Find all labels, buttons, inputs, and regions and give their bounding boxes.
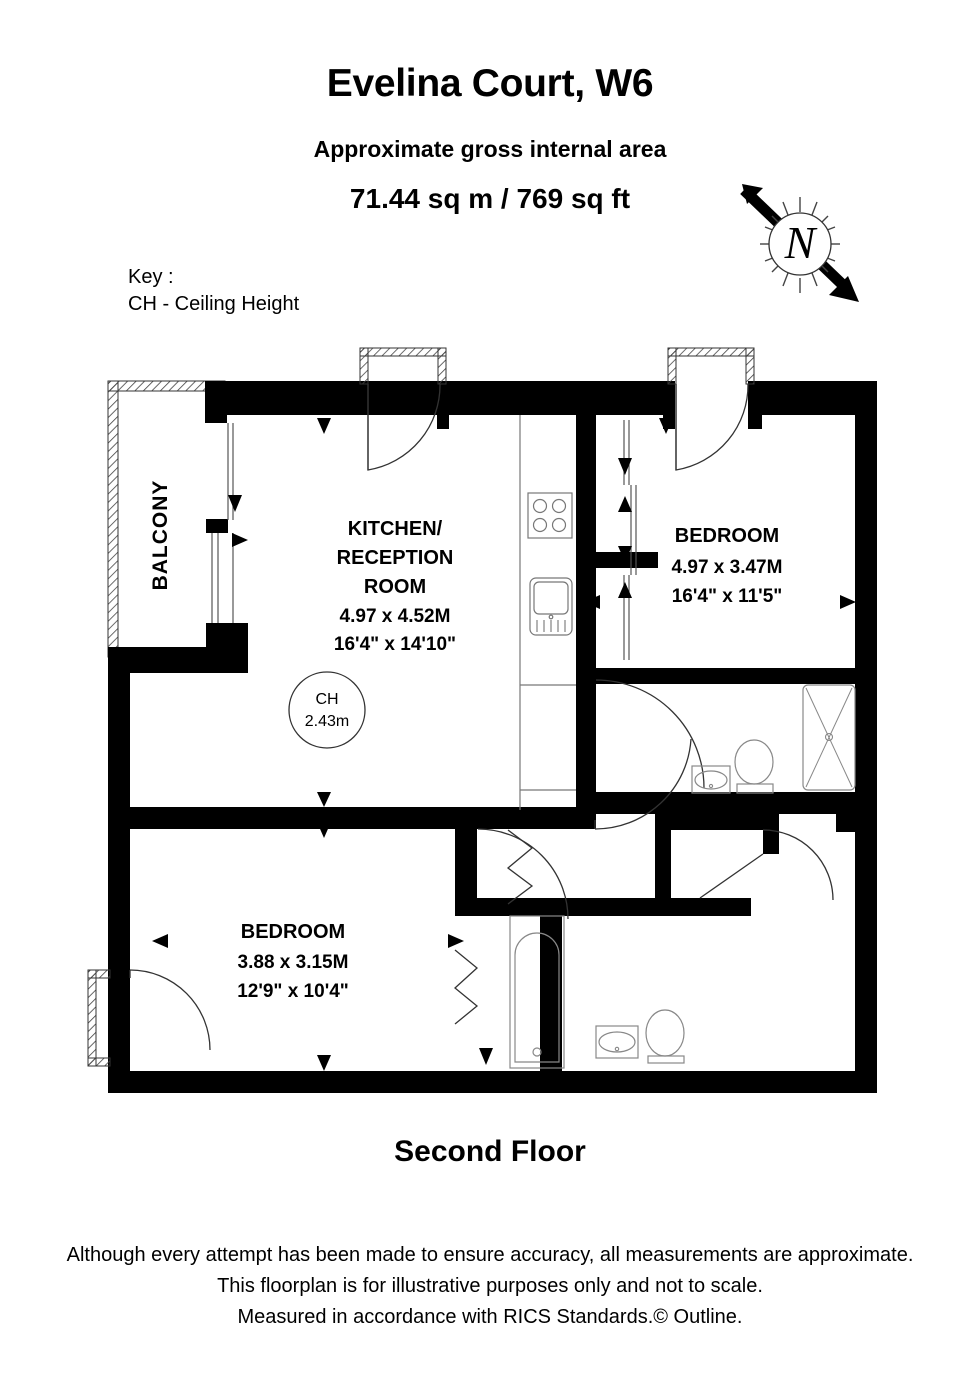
room-label-kitchen-line3: ROOM [364,576,426,598]
door-swings [129,383,834,1051]
room-label-kitchen-line1: KITCHEN/ [348,518,443,540]
walls [108,381,877,1093]
area-subtitle: Approximate gross internal area [313,136,667,162]
room-label-balcony: BALCONY [149,480,172,591]
floor-plan-svg: BALCONY KITCHEN/ RECEPTION ROOM 4.97 x 4… [87,347,877,1093]
basin-icon [691,765,731,794]
room-label-kitchen-line2: RECEPTION [337,547,454,569]
window-bays [87,347,755,1067]
kitchen-units [519,415,576,810]
dimension-markers [152,418,856,1071]
room-dim-bedroom-main-metric: 4.97 x 3.47M [672,557,783,578]
room-dim-bedroom-second-metric: 3.88 x 3.15M [238,952,349,973]
wc-icon [734,739,774,794]
room-dim-bedroom-second-imperial: 12'9" x 10'4" [237,981,349,1002]
north-arrow-icon: N [740,184,859,302]
ceiling-height-code: CH [315,691,338,708]
sink-icon [529,577,573,636]
shower-tray-icon [802,684,856,791]
compass-rose: N [735,182,865,307]
room-dim-kitchen-metric: 4.97 x 4.52M [340,606,451,627]
room-dim-bedroom-main-imperial: 16'4" x 11'5" [672,586,783,607]
key-heading: Key : [128,266,174,288]
page-title: Evelina Court, W6 [326,62,654,105]
room-labels: BALCONY KITCHEN/ RECEPTION ROOM 4.97 x 4… [149,480,782,1002]
ceiling-height-marker: CH 2.43m [288,671,366,749]
disclaimer: Although every attempt has been made to … [0,1240,980,1333]
disclaimer-line-1: Although every attempt has been made to … [66,1244,914,1266]
floor-plan-drawing: BALCONY KITCHEN/ RECEPTION ROOM 4.97 x 4… [0,330,980,1120]
key-block: Key : CH - Ceiling Height [128,264,299,318]
disclaimer-line-3: Measured in accordance with RICS Standar… [237,1306,743,1328]
floor-label: Second Floor [394,1135,586,1168]
bath-icon [509,915,565,1069]
room-label-bedroom-main: BEDROOM [675,525,779,547]
basin-icon-bathroom [595,1025,639,1059]
area-value: 71.44 sq m / 769 sq ft [349,183,631,214]
glazing [211,420,637,660]
room-label-bedroom-second: BEDROOM [241,921,345,943]
ensuite-fixtures [691,684,856,794]
wc-icon-bathroom [645,1009,685,1064]
compass-north-letter: N [784,217,818,268]
room-dim-kitchen-imperial: 16'4" x 14'10" [334,634,456,655]
key-entry-ceiling-height: CH - Ceiling Height [128,293,300,315]
ceiling-height-value: 2.43m [305,713,349,730]
disclaimer-line-2: This floorplan is for illustrative purpo… [217,1275,763,1297]
hob-icon [527,492,573,539]
bathroom-fixtures [509,915,685,1069]
